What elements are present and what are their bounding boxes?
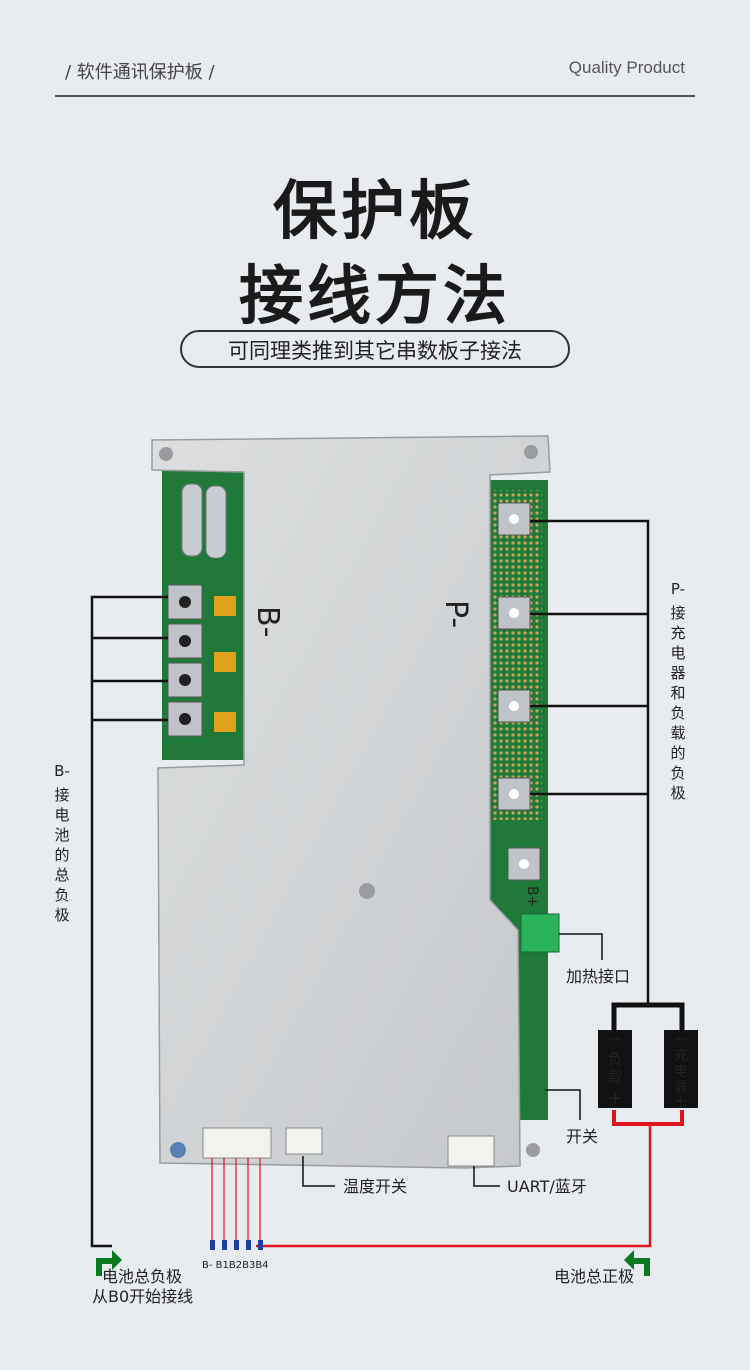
- load-charger-negative-wire: [611, 1002, 685, 1030]
- charger-box: [664, 1030, 698, 1108]
- aluminum-plate: [151, 435, 551, 1169]
- svg-text:极: 极: [54, 906, 69, 924]
- svg-text:总: 总: [54, 866, 69, 884]
- header-tagline: Quality Product: [568, 58, 685, 77]
- resistor-2-icon: [205, 485, 227, 559]
- header-category: / 软件通讯保护板 /: [65, 62, 215, 83]
- battery-negative-label: 电池总负极: [102, 1267, 182, 1286]
- subtitle-pill: 可同理类推到其它串数板子接法: [180, 330, 570, 368]
- charger-label-char-3: 器: [674, 1080, 688, 1096]
- charger-plus-sign: +: [674, 1091, 687, 1110]
- resistor-1-icon: [181, 483, 203, 557]
- p-minus-mark: P-: [438, 600, 473, 628]
- temp-switch-connector: [285, 1127, 323, 1155]
- uart-connector: [447, 1135, 495, 1167]
- b-minus-terminals: [167, 584, 236, 737]
- sense-wire-ferrules: [210, 1240, 263, 1250]
- svg-text:的: 的: [54, 846, 69, 864]
- svg-text:载: 载: [670, 724, 685, 742]
- right-vertical-label: P- 接 充 电 器 和 负 载 的 负 极: [670, 580, 685, 802]
- temp-switch-label: 温度开关: [343, 1177, 407, 1196]
- b-minus-mark: B-: [250, 606, 285, 637]
- screw-top-right-icon: [524, 445, 538, 459]
- svg-text:电: 电: [670, 644, 685, 662]
- heating-port-label: 加热接口: [566, 967, 630, 986]
- header-divider: [55, 95, 695, 97]
- svg-text:充: 充: [670, 624, 685, 642]
- pcb-right-pads: [492, 490, 542, 820]
- battery-negative-arrow-icon: [96, 1250, 122, 1276]
- svg-text:器: 器: [670, 664, 685, 682]
- screw-center-icon: [359, 883, 375, 899]
- svg-text:和: 和: [670, 684, 685, 702]
- svg-text:P-: P-: [671, 580, 685, 598]
- svg-text:接: 接: [54, 786, 69, 804]
- battery-negative-note: 从B0开始接线: [92, 1287, 193, 1306]
- p-minus-terminals: [497, 502, 541, 881]
- page-title-line2: 接线方法: [239, 260, 511, 334]
- b-minus-wires: [90, 595, 168, 1248]
- battery-positive-arrow-icon: [624, 1250, 650, 1276]
- charger-label-char-2: 电: [674, 1064, 688, 1080]
- svg-text:的: 的: [670, 744, 685, 762]
- battery-sense-connector: [202, 1127, 272, 1159]
- battery-positive-wire: [256, 1124, 652, 1248]
- svg-text:接: 接: [670, 604, 685, 622]
- battery-positive-label: 电池总正极: [554, 1267, 634, 1286]
- left-vertical-label: B- 接 电 池 的 总 负 极: [54, 762, 70, 924]
- connector-pin-labels: B- B1B2B3B4: [202, 1260, 269, 1271]
- svg-text:B-: B-: [54, 762, 70, 780]
- load-charger-positive-wire: [612, 1110, 684, 1126]
- p-minus-wires: [530, 519, 650, 1005]
- heating-connector-icon: [520, 913, 560, 953]
- svg-text:电: 电: [54, 806, 69, 824]
- load-label-char-2: 载: [607, 1068, 622, 1086]
- svg-text:池: 池: [54, 826, 69, 844]
- svg-text:负: 负: [54, 886, 69, 904]
- sense-wires: [211, 1158, 261, 1246]
- load-label-char-1: 负: [607, 1050, 622, 1068]
- load-minus-sign: 一: [608, 1033, 621, 1048]
- page-title-line1: 保护板: [273, 175, 477, 249]
- svg-text:极: 极: [670, 784, 685, 802]
- screw-bottom-left-icon: [170, 1142, 186, 1158]
- charger-label-char-1: 充: [674, 1048, 688, 1064]
- charger-minus-sign: 一: [674, 1033, 687, 1048]
- screw-top-left-icon: [159, 447, 173, 461]
- load-plus-sign: +: [607, 1088, 622, 1109]
- callout-lines: [302, 933, 603, 1187]
- switch-label: 开关: [566, 1127, 598, 1146]
- uart-label: UART/蓝牙: [507, 1177, 587, 1196]
- b-plus-mark: B+: [524, 886, 540, 907]
- load-box: [598, 1030, 632, 1108]
- svg-text:负: 负: [670, 704, 685, 722]
- screw-bottom-right-icon: [526, 1143, 540, 1157]
- header: / 软件通讯保护板 / Quality Product: [55, 52, 695, 83]
- svg-text:负: 负: [670, 764, 685, 782]
